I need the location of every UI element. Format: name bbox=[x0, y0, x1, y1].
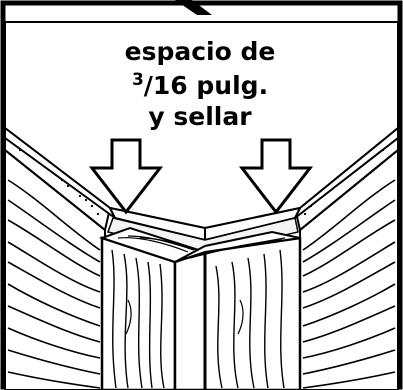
down-arrow-icon bbox=[238, 138, 314, 215]
caption-line-3: y sellar bbox=[148, 102, 252, 131]
corner-trim-right bbox=[173, 230, 302, 390]
fraction-numerator: 3 bbox=[132, 70, 144, 90]
caption-line-2: 3/16 pulg. bbox=[132, 70, 268, 100]
pointer-wedge bbox=[175, 0, 212, 15]
fraction-rest: /16 pulg. bbox=[144, 71, 268, 100]
caption-line-1: espacio de bbox=[125, 37, 276, 66]
down-arrow-icon bbox=[88, 138, 164, 215]
